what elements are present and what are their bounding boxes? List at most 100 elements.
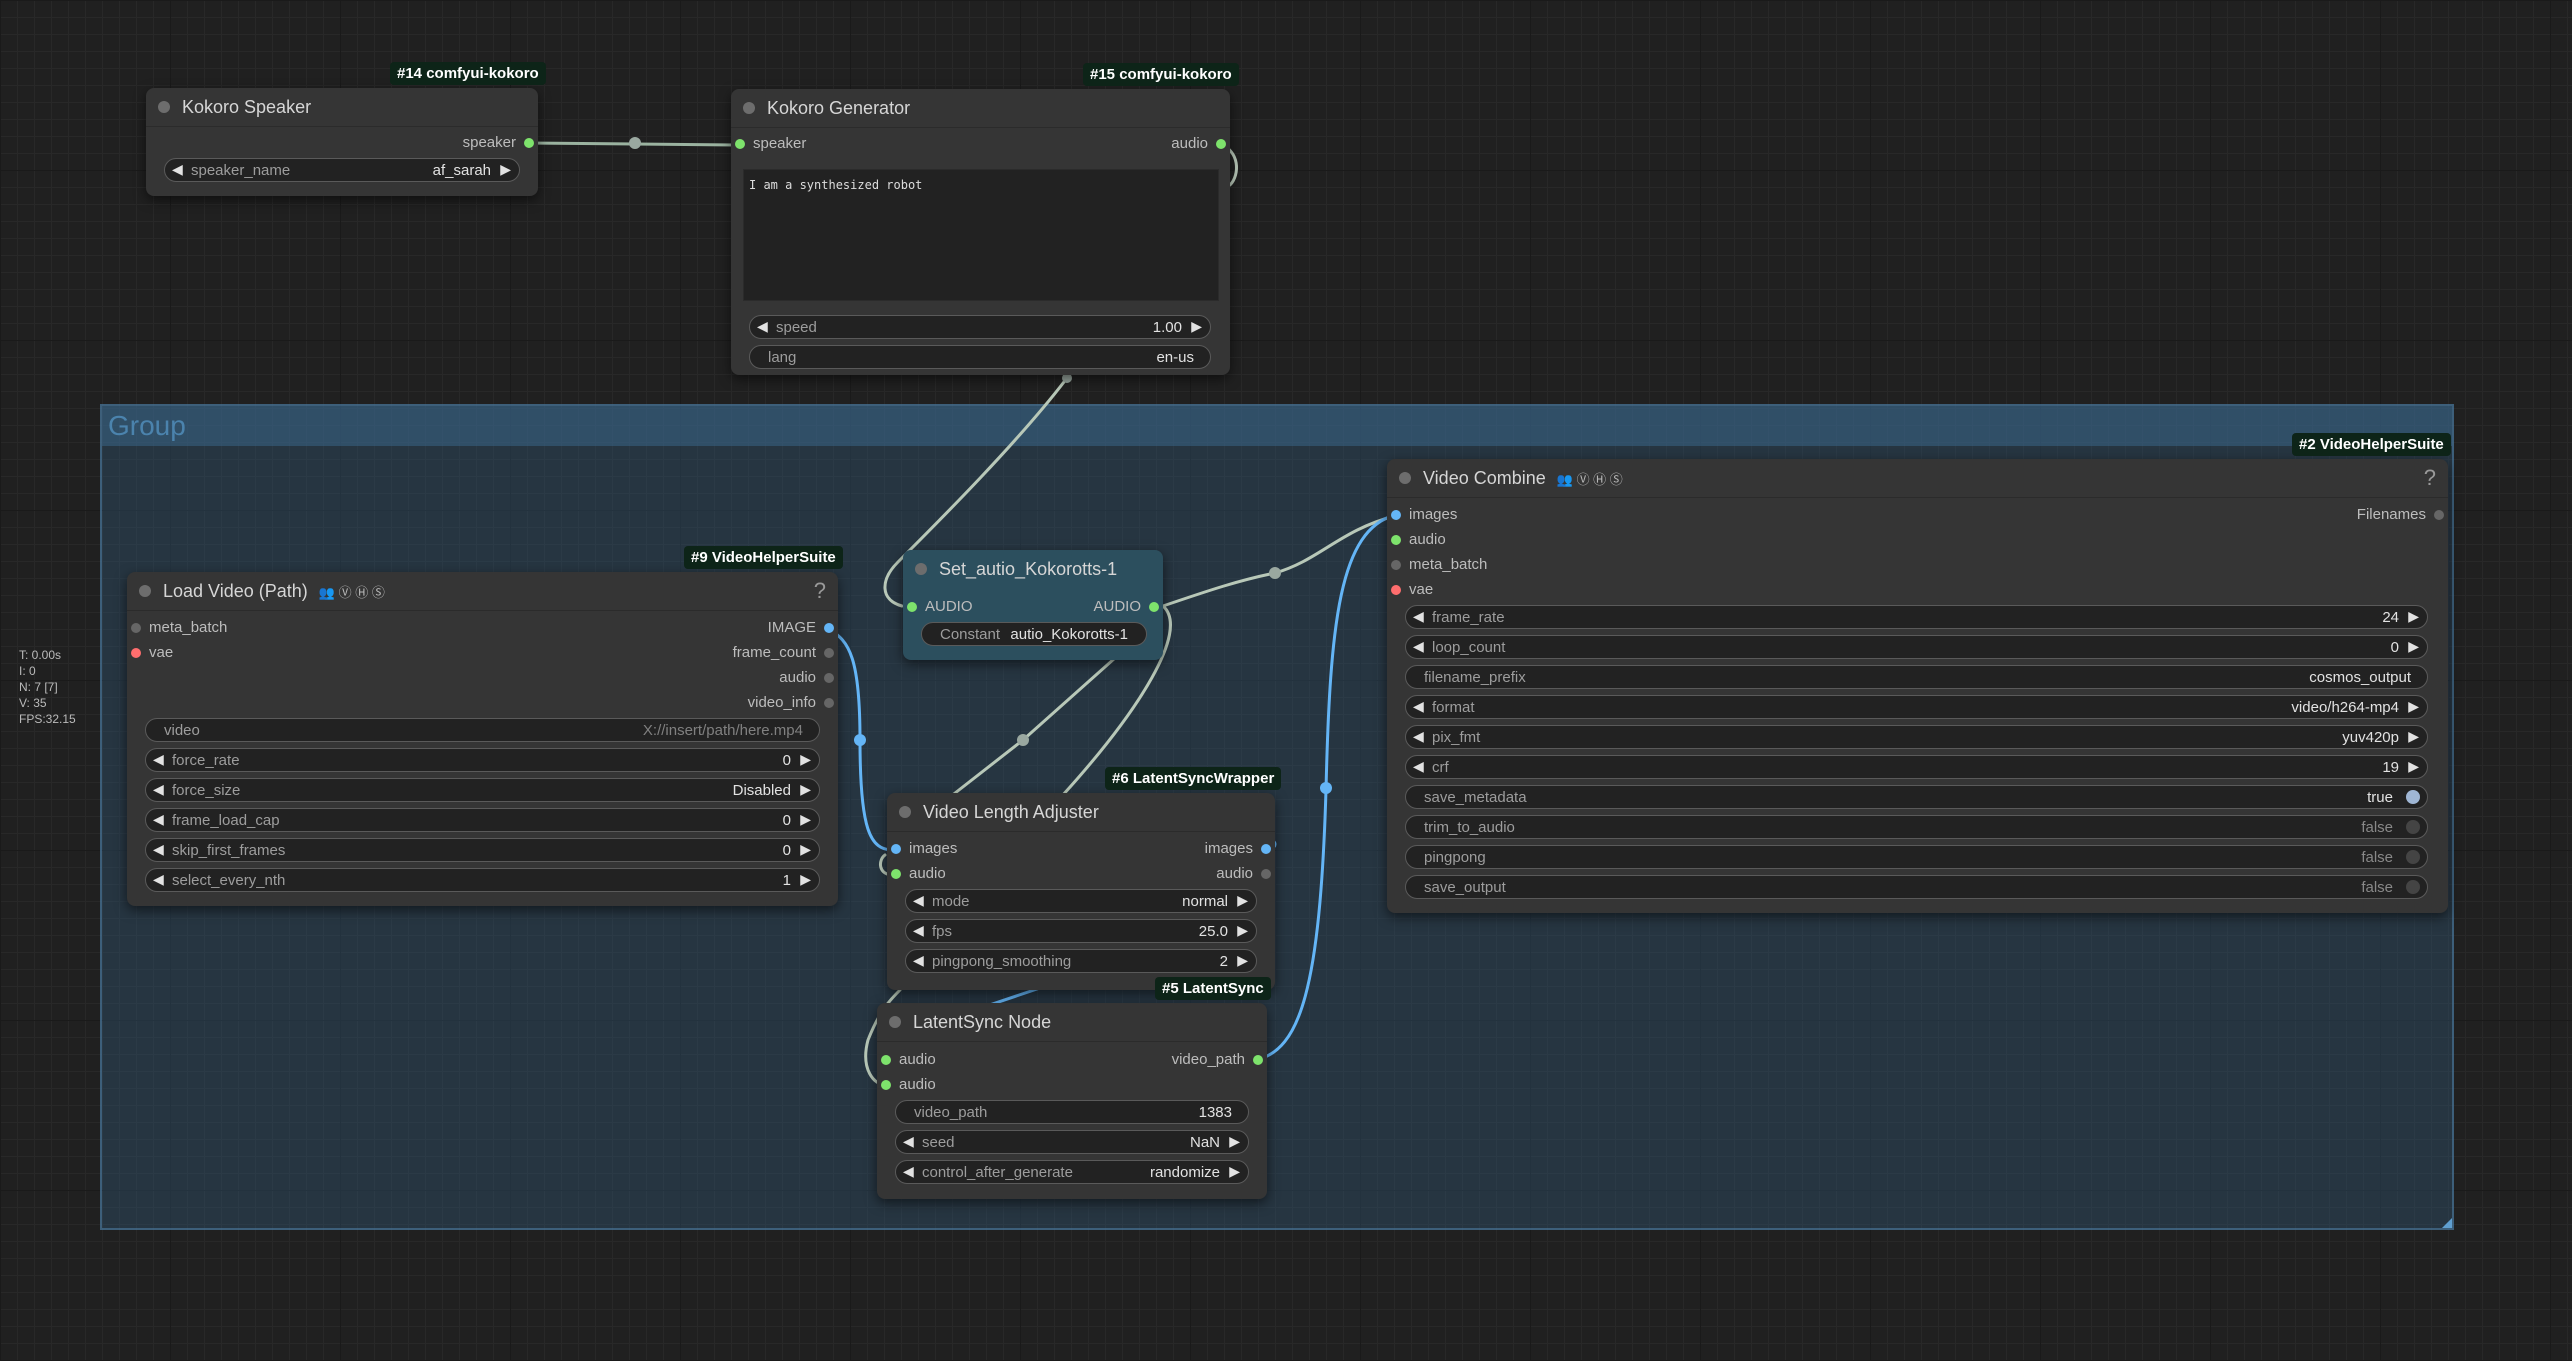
input-slot-audio[interactable]: AUDIO xyxy=(903,597,973,617)
slot-dot-icon[interactable] xyxy=(1391,535,1401,545)
slot-dot-icon[interactable] xyxy=(524,138,534,148)
collapse-toggle-icon[interactable] xyxy=(158,101,170,113)
slot-dot-icon[interactable] xyxy=(891,869,901,879)
decrement-arrow-icon[interactable]: ◀ xyxy=(153,811,164,827)
force-size-widget[interactable]: ◀ force_size Disabled ▶ xyxy=(145,778,820,802)
input-slot-audio-2[interactable]: audio xyxy=(877,1075,936,1095)
video-path-text-widget[interactable]: video_path 1383 xyxy=(895,1100,1249,1124)
decrement-arrow-icon[interactable]: ◀ xyxy=(153,781,164,797)
input-slot-audio[interactable]: audio xyxy=(887,864,946,884)
slot-dot-icon[interactable] xyxy=(891,844,901,854)
loop-count-widget[interactable]: ◀ loop_count 0 ▶ xyxy=(1405,635,2428,659)
save-output-toggle[interactable]: save_output false xyxy=(1405,875,2428,899)
toggle-knob-icon[interactable] xyxy=(2406,820,2420,834)
node-title-bar[interactable]: Load Video (Path) 👥 Ⓥ Ⓗ Ⓢ ? xyxy=(127,572,838,611)
save-metadata-toggle[interactable]: save_metadata true xyxy=(1405,785,2428,809)
output-slot-audio[interactable]: AUDIO xyxy=(1093,597,1163,617)
input-slot-vae[interactable]: vae xyxy=(1387,580,1433,600)
trim-to-audio-toggle[interactable]: trim_to_audio false xyxy=(1405,815,2428,839)
node-load-video[interactable]: Load Video (Path) 👥 Ⓥ Ⓗ Ⓢ ? meta_batch v… xyxy=(127,572,838,906)
slot-dot-icon[interactable] xyxy=(131,623,141,633)
decrement-arrow-icon[interactable]: ◀ xyxy=(153,751,164,767)
node-video-combine[interactable]: Video Combine 👥 Ⓥ Ⓗ Ⓢ ? images audio met… xyxy=(1387,459,2448,913)
node-kokoro-generator[interactable]: Kokoro Generator speaker audio I am a sy… xyxy=(731,89,1230,375)
increment-arrow-icon[interactable]: ▶ xyxy=(800,751,811,767)
increment-arrow-icon[interactable]: ▶ xyxy=(2408,638,2419,654)
node-title-bar[interactable]: Video Length Adjuster xyxy=(887,793,1275,832)
help-icon[interactable]: ? xyxy=(813,578,826,603)
filename-prefix-text-widget[interactable]: filename_prefix cosmos_output xyxy=(1405,665,2428,689)
increment-arrow-icon[interactable]: ▶ xyxy=(800,841,811,857)
increment-arrow-icon[interactable]: ▶ xyxy=(2408,698,2419,714)
output-slot-speaker[interactable]: speaker xyxy=(463,133,538,153)
node-latentsync[interactable]: LatentSync Node audio audio video_path v… xyxy=(877,1003,1267,1199)
input-slot-vae[interactable]: vae xyxy=(127,643,173,663)
output-slot-image[interactable]: IMAGE xyxy=(768,618,838,638)
increment-arrow-icon[interactable]: ▶ xyxy=(1237,922,1248,938)
output-slot-images[interactable]: images xyxy=(1205,839,1275,859)
increment-arrow-icon[interactable]: ▶ xyxy=(2408,728,2419,744)
node-video-length-adjuster[interactable]: Video Length Adjuster images audio image… xyxy=(887,793,1275,990)
slot-dot-icon[interactable] xyxy=(1261,869,1271,879)
slot-dot-icon[interactable] xyxy=(1149,602,1159,612)
node-set-audio[interactable]: Set_autio_Kokorotts-1 AUDIO AUDIO Consta… xyxy=(903,550,1163,660)
pix-fmt-combo[interactable]: ◀ pix_fmt yuv420p ▶ xyxy=(1405,725,2428,749)
node-kokoro-speaker[interactable]: Kokoro Speaker speaker ◀ speaker_name af… xyxy=(146,88,538,196)
constant-text-widget[interactable]: Constant autio_Kokorotts-1 xyxy=(921,622,1147,646)
toggle-knob-icon[interactable] xyxy=(2406,880,2420,894)
input-slot-images[interactable]: images xyxy=(1387,505,1457,525)
increment-arrow-icon[interactable]: ▶ xyxy=(800,781,811,797)
control-after-generate-combo[interactable]: ◀ control_after_generate randomize ▶ xyxy=(895,1160,1249,1184)
input-slot-meta-batch[interactable]: meta_batch xyxy=(1387,555,1487,575)
slot-dot-icon[interactable] xyxy=(881,1080,891,1090)
seed-number-widget[interactable]: ◀ seed NaN ▶ xyxy=(895,1130,1249,1154)
slot-dot-icon[interactable] xyxy=(735,139,745,149)
increment-arrow-icon[interactable]: ▶ xyxy=(1237,892,1248,908)
mode-combo[interactable]: ◀ mode normal ▶ xyxy=(905,889,1257,913)
slot-dot-icon[interactable] xyxy=(824,623,834,633)
slot-dot-icon[interactable] xyxy=(1261,844,1271,854)
speaker-name-combo[interactable]: ◀ speaker_name af_sarah ▶ xyxy=(164,158,520,182)
increment-arrow-icon[interactable]: ▶ xyxy=(1229,1133,1240,1149)
input-slot-images[interactable]: images xyxy=(887,839,957,859)
output-slot-video-path[interactable]: video_path xyxy=(1172,1050,1267,1070)
decrement-arrow-icon[interactable]: ◀ xyxy=(903,1133,914,1149)
group-header[interactable] xyxy=(102,406,2452,446)
increment-arrow-icon[interactable]: ▶ xyxy=(2408,758,2419,774)
skip-first-frames-widget[interactable]: ◀ skip_first_frames 0 ▶ xyxy=(145,838,820,862)
decrement-arrow-icon[interactable]: ◀ xyxy=(172,161,183,177)
slot-dot-icon[interactable] xyxy=(1391,585,1401,595)
decrement-arrow-icon[interactable]: ◀ xyxy=(1413,698,1424,714)
pingpong-toggle[interactable]: pingpong false xyxy=(1405,845,2428,869)
decrement-arrow-icon[interactable]: ◀ xyxy=(1413,728,1424,744)
decrement-arrow-icon[interactable]: ◀ xyxy=(757,318,768,334)
video-path-field[interactable]: video X://insert/path/here.mp4 xyxy=(145,718,820,742)
output-slot-video-info[interactable]: video_info xyxy=(748,693,838,713)
slot-dot-icon[interactable] xyxy=(824,698,834,708)
text-input[interactable]: I am a synthesized robot xyxy=(743,169,1219,301)
node-title-bar[interactable]: Kokoro Speaker xyxy=(146,88,538,127)
increment-arrow-icon[interactable]: ▶ xyxy=(500,161,511,177)
collapse-toggle-icon[interactable] xyxy=(743,102,755,114)
input-slot-meta-batch[interactable]: meta_batch xyxy=(127,618,227,638)
collapse-toggle-icon[interactable] xyxy=(1399,472,1411,484)
help-icon[interactable]: ? xyxy=(2423,465,2436,490)
collapse-toggle-icon[interactable] xyxy=(139,585,151,597)
increment-arrow-icon[interactable]: ▶ xyxy=(800,871,811,887)
output-slot-frame-count[interactable]: frame_count xyxy=(733,643,838,663)
slot-dot-icon[interactable] xyxy=(907,602,917,612)
input-slot-audio[interactable]: audio xyxy=(877,1050,936,1070)
decrement-arrow-icon[interactable]: ◀ xyxy=(913,952,924,968)
increment-arrow-icon[interactable]: ▶ xyxy=(1237,952,1248,968)
output-slot-filenames[interactable]: Filenames xyxy=(2357,505,2448,525)
frame-load-cap-widget[interactable]: ◀ frame_load_cap 0 ▶ xyxy=(145,808,820,832)
node-title-bar[interactable]: Kokoro Generator xyxy=(731,89,1230,128)
decrement-arrow-icon[interactable]: ◀ xyxy=(153,871,164,887)
node-title-bar[interactable]: Video Combine 👥 Ⓥ Ⓗ Ⓢ ? xyxy=(1387,459,2448,498)
decrement-arrow-icon[interactable]: ◀ xyxy=(1413,638,1424,654)
slot-dot-icon[interactable] xyxy=(2434,510,2444,520)
pingpong-smoothing-widget[interactable]: ◀ pingpong_smoothing 2 ▶ xyxy=(905,949,1257,973)
increment-arrow-icon[interactable]: ▶ xyxy=(2408,608,2419,624)
slot-dot-icon[interactable] xyxy=(1391,560,1401,570)
toggle-knob-icon[interactable] xyxy=(2406,850,2420,864)
